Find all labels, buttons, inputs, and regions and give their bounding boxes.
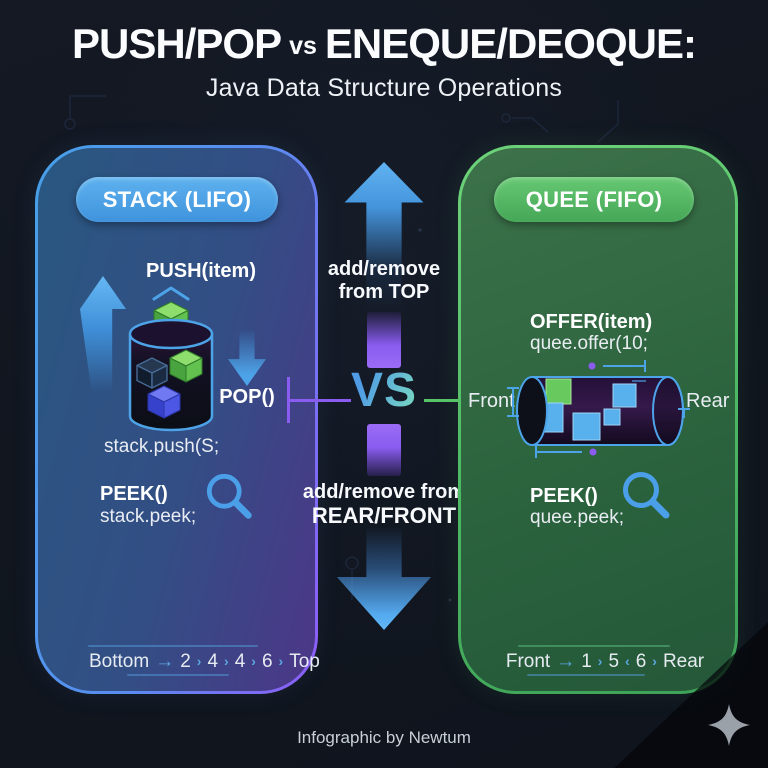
stack-peek-operation-label: PEEK() xyxy=(100,483,168,505)
sparkle-icon xyxy=(708,704,750,746)
stack-push-code: stack.push(S; xyxy=(104,436,220,457)
stack-peek-code: stack.peek; xyxy=(100,506,197,527)
page-subtitle: Java Data Structure Operations xyxy=(205,74,563,102)
top-note-line2: from TOP xyxy=(338,281,430,303)
queue-order-underline xyxy=(527,674,645,676)
stack-order-underline xyxy=(127,674,229,676)
rear-label: Rear xyxy=(686,390,730,412)
flow-token: Front xyxy=(505,651,551,672)
vs-right-connector xyxy=(424,399,464,402)
cube-green-inner-icon xyxy=(169,349,203,383)
front-bracket-icon xyxy=(507,387,519,417)
flow-token: Bottom xyxy=(89,651,150,672)
flow-token: Top xyxy=(289,651,320,672)
flow-token: 1 xyxy=(581,651,592,672)
queue-order-topline xyxy=(518,645,670,647)
offer-operation-label: OFFER(item) xyxy=(530,311,653,333)
queue-item-blue xyxy=(612,383,637,408)
cube-navy-icon xyxy=(136,357,168,389)
queue-item-green xyxy=(545,378,572,405)
queue-badge: QUEE (FIFO) xyxy=(494,177,694,222)
queue-peek-code: quee.peek; xyxy=(530,507,625,528)
chevron-right-icon: › xyxy=(597,653,603,669)
chevron-right-icon: › xyxy=(278,653,284,669)
rear-tick-icon xyxy=(678,408,690,418)
front-label: Front xyxy=(468,390,515,412)
top-note-line1: add/remove xyxy=(327,258,441,280)
chevron-right-icon: › xyxy=(652,653,657,669)
vs-left-tick xyxy=(287,377,290,423)
stack-order-row: Bottom→2 › 4 › 4 › 6 › Top xyxy=(86,651,320,673)
title-right: ENEQUE/DEOQUE: xyxy=(324,20,697,67)
chevron-right-icon: › xyxy=(196,653,202,669)
arrow-right-icon: → xyxy=(556,651,576,672)
footer-credit: Infographic by Newtum xyxy=(297,728,471,747)
center-bar-top xyxy=(367,312,401,368)
push-operation-label: PUSH(item) xyxy=(145,260,256,282)
cube-indigo-icon xyxy=(147,385,181,419)
center-down-arrow-icon xyxy=(336,528,432,630)
flow-token: 6 xyxy=(635,651,647,672)
vs-left-connector xyxy=(289,399,351,402)
bottom-note-line2: REAR/FRONT xyxy=(311,503,457,528)
top-note: add/remove from TOP xyxy=(300,258,468,304)
center-bar-bottom xyxy=(367,424,401,476)
queue-panel xyxy=(458,145,738,694)
stack-order-topline xyxy=(88,645,258,647)
queue-item-blue xyxy=(603,408,621,426)
chevron-right-icon: › xyxy=(224,653,229,669)
queue-peek-operation-label: PEEK() xyxy=(530,485,598,507)
flow-token: 6 xyxy=(261,651,273,672)
queue-offer-code: quee.offer(10; xyxy=(530,333,648,354)
flow-token: 2 xyxy=(180,651,191,672)
flow-token: 4 xyxy=(234,651,246,672)
queue-tube-illustration xyxy=(516,376,684,446)
flow-token: 5 xyxy=(608,651,620,672)
bottom-note-line1: add/remove from xyxy=(302,481,466,503)
peek-magnifier-icon xyxy=(206,473,252,519)
queue-order-row: Front→1 › 5 ‹ 6 › Rear xyxy=(500,651,710,673)
stack-badge: STACK (LIFO) xyxy=(76,177,278,222)
bottom-note: add/remove from REAR/FRONT xyxy=(295,481,473,527)
queue-bottom-dimension-line xyxy=(535,446,597,458)
chevron-up-icon xyxy=(152,286,190,301)
chevron-right-icon: › xyxy=(251,653,256,669)
arrow-right-icon: → xyxy=(155,651,175,672)
queue-item-blue xyxy=(572,412,601,441)
vs-label: VS xyxy=(330,363,438,418)
stack-cylinder-illustration xyxy=(128,301,214,432)
queue-top-dimension-line xyxy=(588,360,646,372)
chevron-left-icon: ‹ xyxy=(625,653,630,669)
pop-operation-label: POP() xyxy=(219,386,275,408)
title-left: PUSH/POP xyxy=(72,20,282,67)
peek-magnifier-icon xyxy=(623,472,670,519)
flow-token: 4 xyxy=(207,651,219,672)
flow-token: Rear xyxy=(662,651,705,672)
title-vs: vs xyxy=(289,32,317,60)
